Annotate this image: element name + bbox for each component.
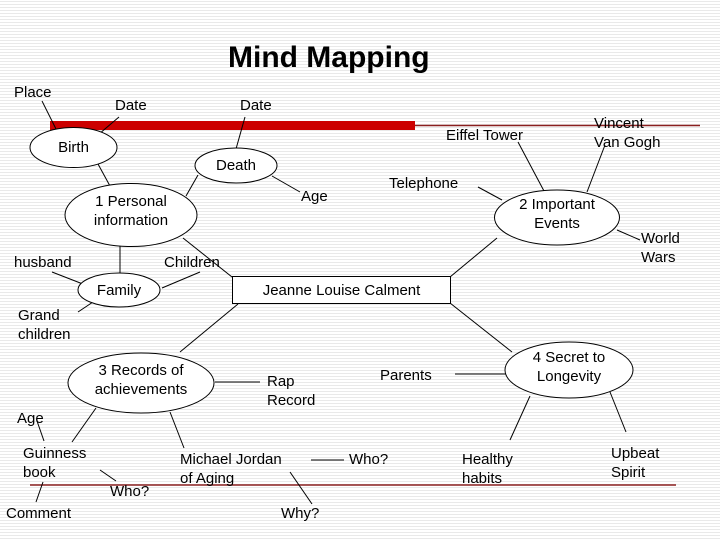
node-shape-records xyxy=(67,352,215,414)
label-grand-children: Grand children xyxy=(18,307,71,343)
connector-records-guinness xyxy=(71,407,97,443)
node-label-records-of-achievements: 3 Records of achievements xyxy=(94,362,188,398)
label-who-right: Who? xyxy=(349,451,389,468)
node-label-family: Family xyxy=(96,282,142,299)
connector-subject-records xyxy=(179,303,239,353)
connector-secret-healthy xyxy=(509,395,531,441)
label-rap-record: Rap Record xyxy=(267,373,316,409)
node-label-death: Death xyxy=(215,157,257,174)
connector-subject-events xyxy=(449,237,498,278)
connector-subject-secret xyxy=(449,302,513,353)
connector-place-birth xyxy=(41,100,57,130)
node-shape-death xyxy=(194,147,278,184)
node-shapes xyxy=(29,127,634,414)
connector-eiffel-events xyxy=(517,141,545,192)
label-parents: Parents xyxy=(380,367,432,384)
label-comment: Comment xyxy=(6,505,72,522)
node-shape-family xyxy=(77,272,161,308)
label-age-death: Age xyxy=(301,188,328,205)
connector-guinness-comment xyxy=(35,481,44,503)
connector-vangogh-events xyxy=(586,144,606,193)
node-shape-birth xyxy=(29,127,118,168)
accent-bar xyxy=(50,121,415,130)
connector-events-worldwars xyxy=(616,229,641,241)
label-guinness-book: Guinness book xyxy=(23,445,87,481)
connector-children-family xyxy=(161,271,201,289)
node-label-subject-box: Jeanne Louise Calment xyxy=(262,281,421,299)
connector-personal-subject xyxy=(182,237,233,278)
label-date-death: Date xyxy=(240,97,272,114)
node-shape-important-events xyxy=(494,189,620,246)
label-place: Place xyxy=(14,84,52,101)
label-age-records: Age xyxy=(17,410,44,427)
connector-death-age xyxy=(271,175,301,193)
label-husband: husband xyxy=(14,254,72,271)
node-label-secret-to-longevity: 4 Secret to Longevity xyxy=(532,349,606,385)
label-date-birth: Date xyxy=(115,97,147,114)
connector-birth-personal xyxy=(97,163,111,187)
label-eiffel-tower: Eiffel Tower xyxy=(446,127,523,144)
connector-death-personal xyxy=(185,174,199,197)
connector-secret-upbeat xyxy=(609,391,627,433)
node-label-important-events: 2 Important Events xyxy=(519,196,595,232)
label-children: Children xyxy=(164,254,220,271)
label-who-left: Who? xyxy=(110,483,150,500)
node-shape-subject-box xyxy=(232,276,451,304)
node-label-birth: Birth xyxy=(58,139,89,156)
label-world-wars: World Wars xyxy=(641,230,680,266)
label-michael-jordan-of-aging: Michael Jordan of Aging xyxy=(180,451,282,487)
connector-guinness-who xyxy=(99,469,117,482)
node-shape-secret xyxy=(504,341,634,399)
label-upbeat-spirit: Upbeat Spirit xyxy=(611,445,660,481)
connector-records-jordan xyxy=(169,411,185,449)
connector-lines xyxy=(35,100,641,505)
label-why: Why? xyxy=(281,505,320,522)
connector-date-death xyxy=(235,116,246,150)
connector-telephone-events xyxy=(477,186,503,201)
page-title: Mind Mapping xyxy=(228,41,430,74)
node-shape-personal-information xyxy=(64,183,198,247)
label-vincent-van-gogh: Vincent Van Gogh xyxy=(594,115,661,151)
connector-jordan-why xyxy=(289,471,313,505)
node-label-personal-information: 1 Personal information xyxy=(93,193,169,229)
label-healthy-habits: Healthy habits xyxy=(462,451,513,487)
connector-age-guinness xyxy=(36,420,45,442)
label-telephone: Telephone xyxy=(389,175,459,192)
